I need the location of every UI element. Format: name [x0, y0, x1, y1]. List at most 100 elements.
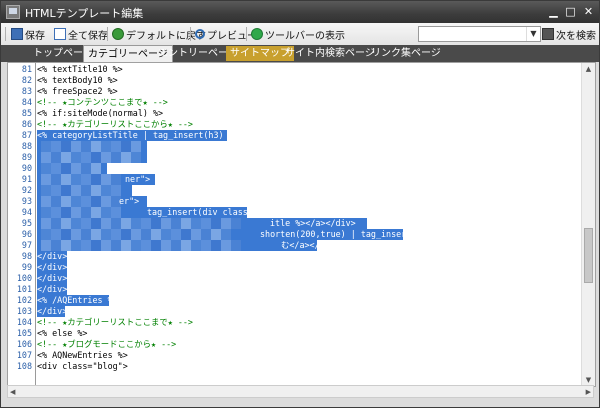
mosaic-block	[71, 174, 81, 185]
code-line: 107<% AQNewEntries %>	[8, 350, 595, 361]
code-editor[interactable]: 81<% textTitle10 %>82<% textBody10 %>83<…	[7, 62, 596, 387]
code-line: 82 <% textBody10 %>	[8, 75, 595, 86]
mosaic-block	[41, 174, 51, 185]
scroll-up-icon[interactable]: ▲	[585, 65, 592, 73]
mosaic-block	[111, 141, 121, 152]
mosaic-block	[101, 240, 111, 251]
mosaic-block	[91, 207, 101, 218]
minimize-button[interactable]: ▁	[549, 5, 558, 18]
maximize-button[interactable]: □	[565, 5, 576, 18]
mosaic-block	[181, 218, 191, 229]
mosaic-block	[111, 218, 121, 229]
tab-sitemap[interactable]: サイトマップ	[226, 46, 294, 61]
mosaic-block	[161, 218, 171, 229]
mosaic-block	[81, 152, 91, 163]
mosaic-block	[61, 185, 71, 196]
mosaic-block	[41, 207, 51, 218]
mosaic-block	[221, 218, 231, 229]
search-next-label: 次を検索	[556, 30, 596, 42]
mosaic-block	[61, 163, 71, 174]
save-button[interactable]: 保存	[11, 26, 45, 42]
code-line: 83<% freeSpace2 %>	[8, 86, 595, 97]
code-text: itle %></a></div>	[270, 218, 356, 228]
scroll-down-icon[interactable]: ▼	[585, 376, 592, 384]
mosaic-block	[171, 240, 181, 251]
line-number: 104	[16, 317, 32, 327]
line-number: 97	[21, 240, 32, 250]
mosaic-block	[71, 141, 81, 152]
selection-highlight	[37, 295, 109, 306]
tab-site-search-page[interactable]: サイト内検索ページ	[285, 48, 375, 59]
line-number: 86	[21, 119, 32, 129]
mosaic-block	[41, 218, 51, 229]
mosaic-block	[91, 196, 101, 207]
search-next-button[interactable]: 次を検索	[542, 26, 596, 42]
line-number: 101	[16, 284, 32, 294]
mosaic-block	[71, 185, 81, 196]
line-number: 82	[21, 75, 32, 85]
mosaic-block	[191, 240, 201, 251]
close-button[interactable]: ✕	[583, 5, 594, 18]
mosaic-block	[81, 207, 91, 218]
selection-highlight	[37, 262, 67, 273]
code-comment: <!-- ★ブログモードここから★ -->	[37, 339, 177, 349]
mosaic-block	[91, 229, 101, 240]
code-text: <% textBody10 %>	[37, 75, 118, 85]
toolbar-grip	[5, 27, 6, 41]
search-combo[interactable]: ▼	[418, 26, 541, 42]
chevron-down-icon[interactable]: ▼	[526, 27, 540, 41]
save-all-button[interactable]: 全て保存	[54, 26, 108, 42]
tab-top-page[interactable]: トップページ	[33, 48, 93, 59]
code-text: <% textTitle10 %>	[37, 64, 123, 74]
mosaic-block	[111, 185, 121, 196]
reset-default-button[interactable]: デフォルトに戻す	[112, 26, 206, 42]
mosaic-block	[61, 240, 71, 251]
horizontal-scrollbar[interactable]: ◀ ▶	[7, 385, 594, 398]
save-label: 保存	[25, 30, 45, 42]
mosaic-block	[151, 218, 161, 229]
mosaic-block	[61, 218, 71, 229]
mosaic-block	[131, 152, 141, 163]
line-number: 107	[16, 350, 32, 360]
mosaic-block	[121, 141, 131, 152]
mosaic-block	[161, 229, 171, 240]
mosaic-block	[211, 229, 221, 240]
vertical-scrollbar[interactable]: ▲ ▼	[581, 63, 595, 386]
toolbar-separator	[107, 27, 108, 41]
line-number: 94	[21, 207, 32, 217]
scroll-thumb[interactable]	[584, 228, 593, 283]
mosaic-block	[121, 229, 131, 240]
mosaic-block	[101, 229, 111, 240]
tab-category-page[interactable]: カテゴリーページ	[83, 45, 173, 63]
tab-links-page[interactable]: リンク集ページ	[371, 48, 441, 59]
line-number: 103	[16, 306, 32, 316]
page-tabs: トップページ カテゴリーページ エントリーページ サイトマップ サイト内検索ペー…	[1, 45, 599, 63]
preview-label: プレビュー	[207, 30, 257, 42]
code-line: 81<% textTitle10 %>	[8, 64, 595, 75]
selection-highlight	[37, 251, 67, 262]
line-number: 90	[21, 163, 32, 173]
mosaic-block	[41, 141, 51, 152]
mosaic-block	[41, 185, 51, 196]
show-toolbar-button[interactable]: ツールバーの表示	[251, 26, 345, 42]
code-text: </div>	[37, 273, 68, 283]
mosaic-block	[201, 218, 211, 229]
code-text: </div>	[37, 284, 68, 294]
save-all-label: 全て保存	[68, 30, 108, 42]
mosaic-block	[61, 196, 71, 207]
mosaic-block	[201, 229, 211, 240]
background-page	[0, 408, 600, 418]
code-comment: <!-- ★カテゴリーリストここまで★ -->	[37, 317, 193, 327]
line-number: 87	[21, 130, 32, 140]
mosaic-block	[111, 207, 121, 218]
mosaic-block	[41, 240, 51, 251]
scroll-right-icon[interactable]: ▶	[585, 388, 591, 396]
selection-highlight	[37, 273, 67, 284]
tab-entry-page[interactable]: エントリーページ	[158, 48, 238, 59]
preview-button[interactable]: プレビュー	[195, 26, 257, 42]
line-number: 83	[21, 86, 32, 96]
scroll-left-icon[interactable]: ◀	[10, 388, 16, 396]
code-text: </div>	[37, 251, 68, 261]
